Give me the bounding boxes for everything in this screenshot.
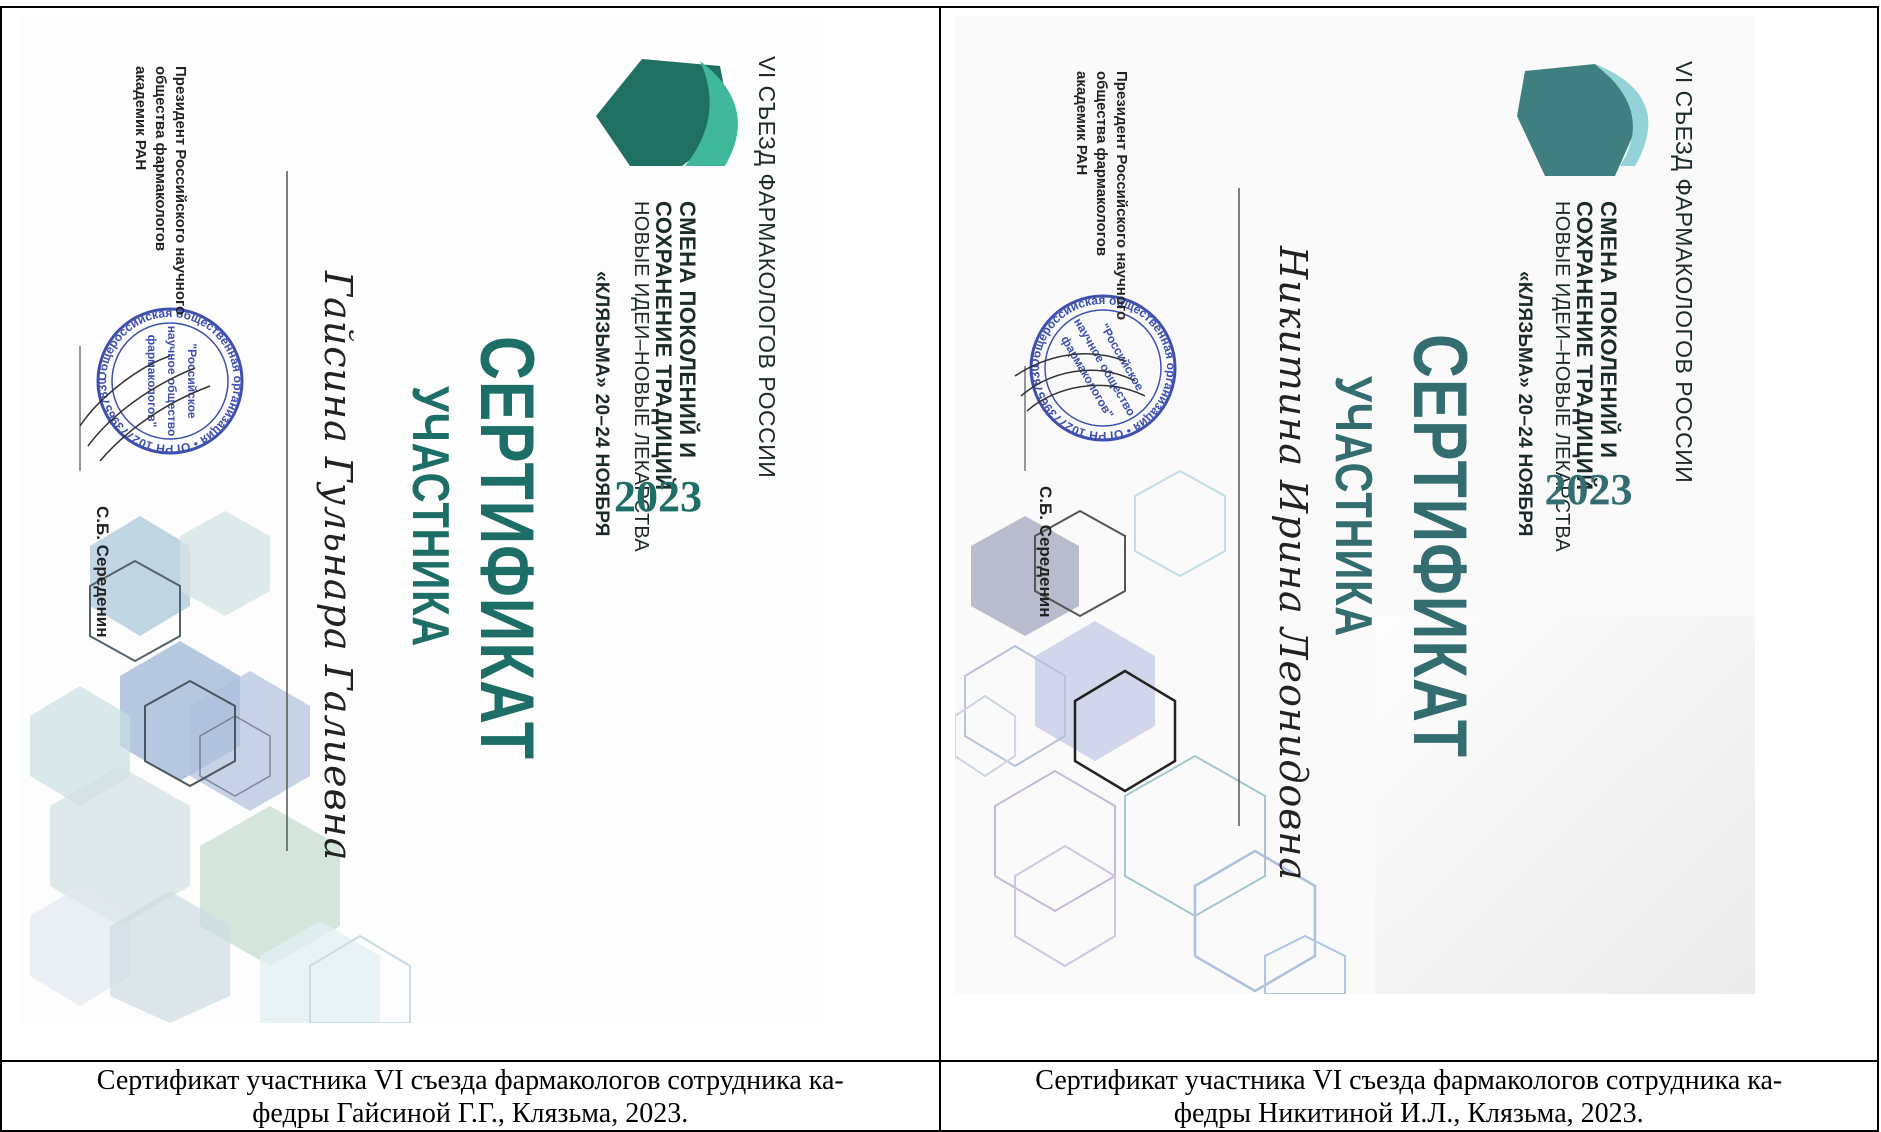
tagline-2: СОХРАНЕНИЕ ТРАДИЦИЙ (1571, 201, 1597, 491)
congress-year: 2023 (614, 472, 702, 521)
recipient-name: Никитина Ирина Леонидовна (1270, 246, 1315, 882)
recipient-name: Гайсина Гульнара Галиевна (316, 271, 360, 862)
certificate-subtitle: УЧАСТНИКА (1323, 376, 1382, 638)
hexagon-pattern: Общероссийская общественная организация … (954, 64, 1755, 994)
president-title: Президент Российского научного общества … (132, 66, 189, 316)
tagline-1: СМЕНА ПОКОЛЕНИЙ И (1595, 201, 1621, 459)
svg-text:"Российское: "Российское (185, 343, 199, 419)
congress-name: VI СЪЕЗД ФАРМАКОЛОГОВ РОССИИ (1670, 61, 1697, 484)
svg-text:фармакологов": фармакологов" (145, 335, 159, 428)
certificate-title: СЕРТИФИКАТ (1396, 334, 1482, 758)
congress-dates: «КЛЯЗЬМА» 20–24 НОЯБРЯ (1513, 271, 1535, 537)
caption-right: Сертификат участника VI съезда фармаколо… (938, 1060, 1879, 1132)
tagline-2: СОХРАНЕНИЕ ТРАДИЦИЙ (651, 201, 676, 491)
signer-name: С.Б. Середенин (1035, 486, 1055, 618)
congress-name: VI СЪЕЗД ФАРМАКОЛОГОВ РОССИИ (754, 56, 780, 479)
hexagon-pattern: Общероссийская общественная организация … (30, 59, 738, 1023)
president-title: Президент Российского научного общества … (1072, 71, 1130, 321)
certificate-cell-left: Общероссийская общественная организация … (0, 6, 941, 1062)
tagline-1: СМЕНА ПОКОЛЕНИЙ И (675, 201, 700, 459)
certificate-title: СЕРТИФИКАТ (464, 336, 549, 760)
document-table: Общероссийская общественная организация … (0, 6, 1879, 1132)
signature-mark (1014, 353, 1145, 412)
congress-logo (1516, 64, 1645, 176)
organization-stamp: Общероссийская общественная организация … (95, 306, 245, 456)
caption-right-line-2: федры Никитиной И.Л., Клязьма, 2023. (1173, 1098, 1644, 1129)
certificate-scan-nikitina: Общероссийская общественная организация … (954, 16, 1755, 994)
caption-right-line-1: Сертификат участника VI съезда фармаколо… (1035, 1065, 1783, 1096)
certificate-cell-right: Общероссийская общественная организация … (938, 6, 1879, 1062)
certificate-subtitle: УЧАСТНИКА (401, 386, 459, 648)
caption-left-line-2: федры Гайсиной Г.Г., Клязьма, 2023. (252, 1098, 689, 1129)
congress-year: 2023 (1544, 465, 1633, 514)
signature-mark (79, 355, 211, 462)
certificate-scan-gaysina: Общероссийская общественная организация … (20, 16, 818, 1023)
congress-logo (596, 59, 732, 166)
svg-text:научное общество: научное общество (165, 326, 179, 437)
caption-left-line-1: Сертификат участника VI съезда фармаколо… (96, 1065, 844, 1096)
signer-name: С.Б. Середенин (93, 506, 112, 638)
congress-dates: «КЛЯЗЬМА» 20–24 НОЯБРЯ (591, 271, 612, 537)
caption-left: Сертификат участника VI съезда фармаколо… (0, 1060, 941, 1132)
